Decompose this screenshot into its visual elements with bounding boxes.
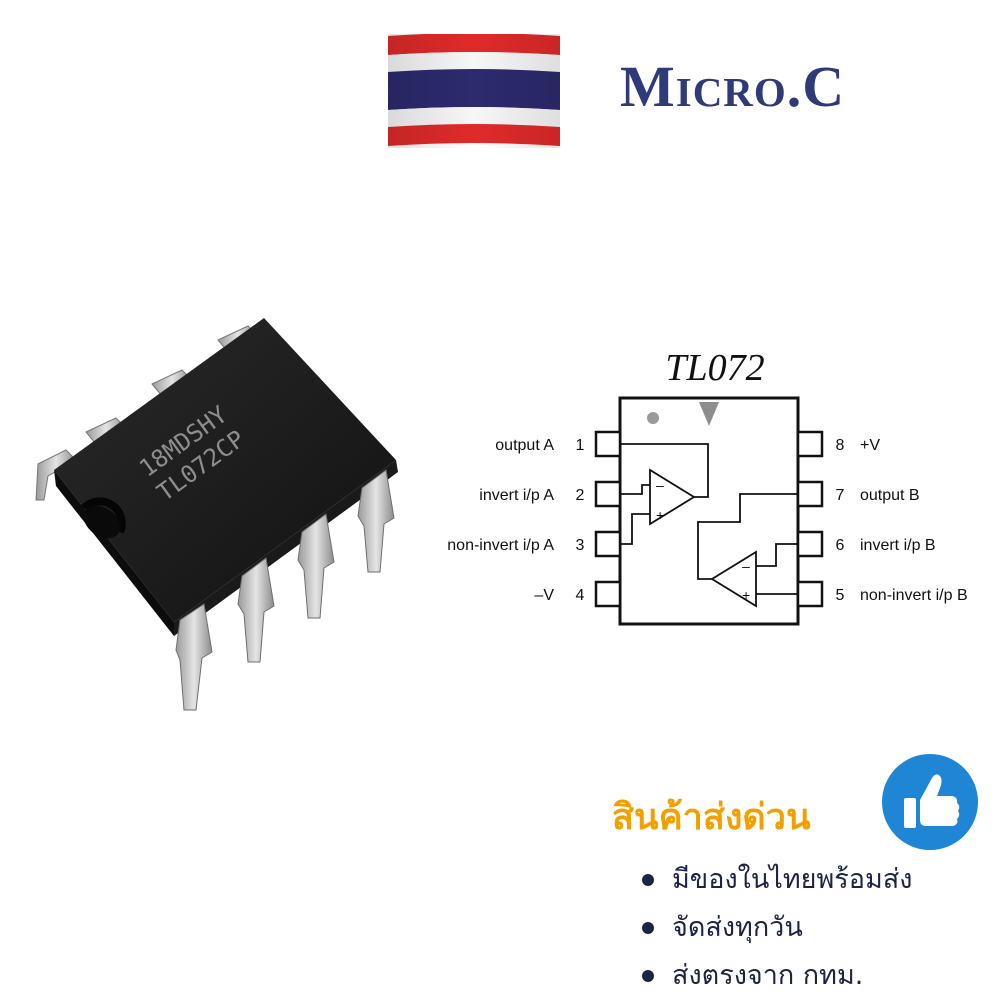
chip-notch (81, 497, 126, 534)
list-item: มีของในไทยพร้อมส่ง (636, 858, 996, 906)
pin3-label: non-invert i/p A (447, 537, 554, 554)
chip-body-top (54, 318, 396, 622)
list-item: จัดส่งทุกวัน (636, 906, 996, 954)
thumbs-up-badge (882, 754, 978, 850)
bullet-text: จัดส่งทุกวัน (672, 912, 803, 943)
pin4-label: –V (534, 587, 554, 604)
pin6-label: invert i/p B (860, 537, 936, 554)
bullet-dot (642, 922, 654, 934)
list-item: ส่งตรงจาก กทม. (636, 954, 996, 1002)
pin3-number: 3 (576, 537, 585, 554)
pin1-dot (647, 412, 659, 424)
tl072-pinout-diagram: TL072 output A 1 invert i/p A 2 non-inve… (447, 347, 968, 626)
bullet-text: มีของในไทยพร้อมส่ง (672, 864, 913, 895)
pin8-number: 8 (836, 437, 845, 454)
pin5-label: non-invert i/p B (860, 587, 968, 604)
pin2-number: 2 (576, 487, 585, 504)
pin7-label: output B (860, 487, 920, 504)
pin1-number: 1 (576, 437, 585, 454)
pin8-label: +V (860, 437, 880, 454)
bullet-dot (642, 874, 654, 886)
ic-package-outline (618, 396, 800, 626)
promo-title: สินค้าส่งด่วน (612, 797, 811, 838)
pin4-number: 4 (576, 587, 585, 604)
brand-logo-text: Micro.C (620, 54, 846, 119)
opamp-b-symbol (710, 550, 757, 608)
orientation-notch (699, 402, 719, 426)
chip-front-pins (175, 469, 395, 711)
bullet-text: ส่งตรงจาก กทม. (672, 960, 864, 991)
promo-bullet-list: มีของในไทยพร้อมส่ง จัดส่งทุกวัน ส่งตรงจา… (636, 858, 996, 1002)
pin5-number: 5 (836, 587, 845, 604)
bullet-dot (642, 970, 654, 982)
opamp-a-minus: – (656, 477, 664, 493)
tl072-chip-photo: 18MDSHY TL072CP (35, 318, 398, 711)
thai-flag (388, 34, 560, 148)
opamp-a-plus: + (656, 507, 664, 523)
pin7-number: 7 (836, 487, 845, 504)
opamp-b-minus: – (742, 558, 750, 574)
opamp-b-plus: + (742, 587, 750, 603)
thumbs-up-icon (904, 774, 960, 828)
pin2-label: invert i/p A (479, 487, 554, 504)
diagram-title: TL072 (665, 347, 764, 389)
chip-body-side (54, 470, 174, 636)
pin6-number: 6 (836, 537, 845, 554)
pin1-label: output A (495, 437, 554, 454)
opamp-a-symbol (649, 468, 696, 526)
